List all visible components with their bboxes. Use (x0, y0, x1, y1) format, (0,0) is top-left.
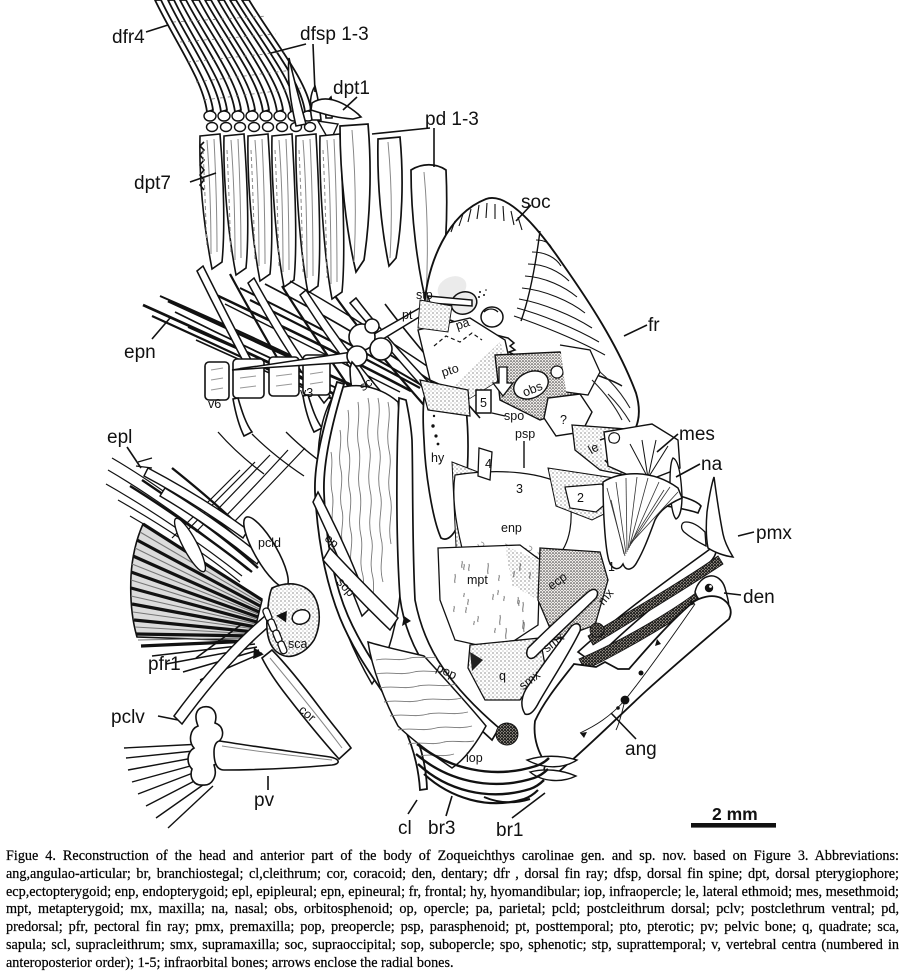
svg-text:pcld: pcld (258, 536, 281, 550)
svg-text:hy: hy (431, 451, 445, 465)
svg-text:den: den (743, 587, 775, 608)
svg-text:psp: psp (515, 427, 535, 441)
svg-text:dfr4: dfr4 (112, 27, 145, 48)
svg-text:cl: cl (398, 818, 412, 839)
svg-text:dpt7: dpt7 (134, 173, 171, 194)
svg-text:pv: pv (254, 790, 275, 811)
svg-text:epl: epl (107, 427, 132, 448)
svg-text:br1: br1 (496, 820, 523, 841)
svg-text:sca: sca (288, 637, 308, 651)
svg-text:epn: epn (124, 342, 156, 363)
svg-text:dfsp 1-3: dfsp 1-3 (300, 24, 369, 45)
svg-text:ang: ang (625, 739, 657, 760)
svg-text:pt: pt (402, 308, 413, 322)
svg-text:na: na (701, 454, 723, 475)
svg-text:q: q (499, 669, 506, 683)
svg-text:pmx: pmx (756, 523, 792, 544)
svg-text:pa: pa (454, 315, 472, 333)
svg-text:mes: mes (679, 424, 715, 445)
svg-text:4: 4 (485, 457, 492, 471)
svg-text:fr: fr (648, 315, 660, 336)
svg-text:5: 5 (480, 396, 487, 410)
svg-text:pfr1: pfr1 (148, 654, 181, 675)
svg-text:spo: spo (504, 409, 524, 423)
svg-text:2 mm: 2 mm (712, 804, 758, 824)
svg-text:?: ? (560, 413, 567, 427)
svg-text:iop: iop (466, 751, 483, 765)
svg-text:dpt1: dpt1 (333, 78, 370, 99)
svg-text:2: 2 (577, 491, 584, 505)
svg-text:pclv: pclv (111, 707, 145, 728)
svg-text:enp: enp (501, 521, 522, 535)
svg-text:mpt: mpt (467, 573, 488, 587)
svg-text:pto: pto (440, 361, 461, 380)
svg-text:stp: stp (416, 288, 433, 302)
svg-text:br3: br3 (428, 818, 455, 839)
svg-text:v6: v6 (208, 397, 221, 411)
svg-text:v3: v3 (300, 386, 313, 400)
svg-text:pd 1-3: pd 1-3 (425, 109, 479, 130)
svg-text:3: 3 (516, 482, 523, 496)
svg-text:1: 1 (608, 560, 615, 574)
